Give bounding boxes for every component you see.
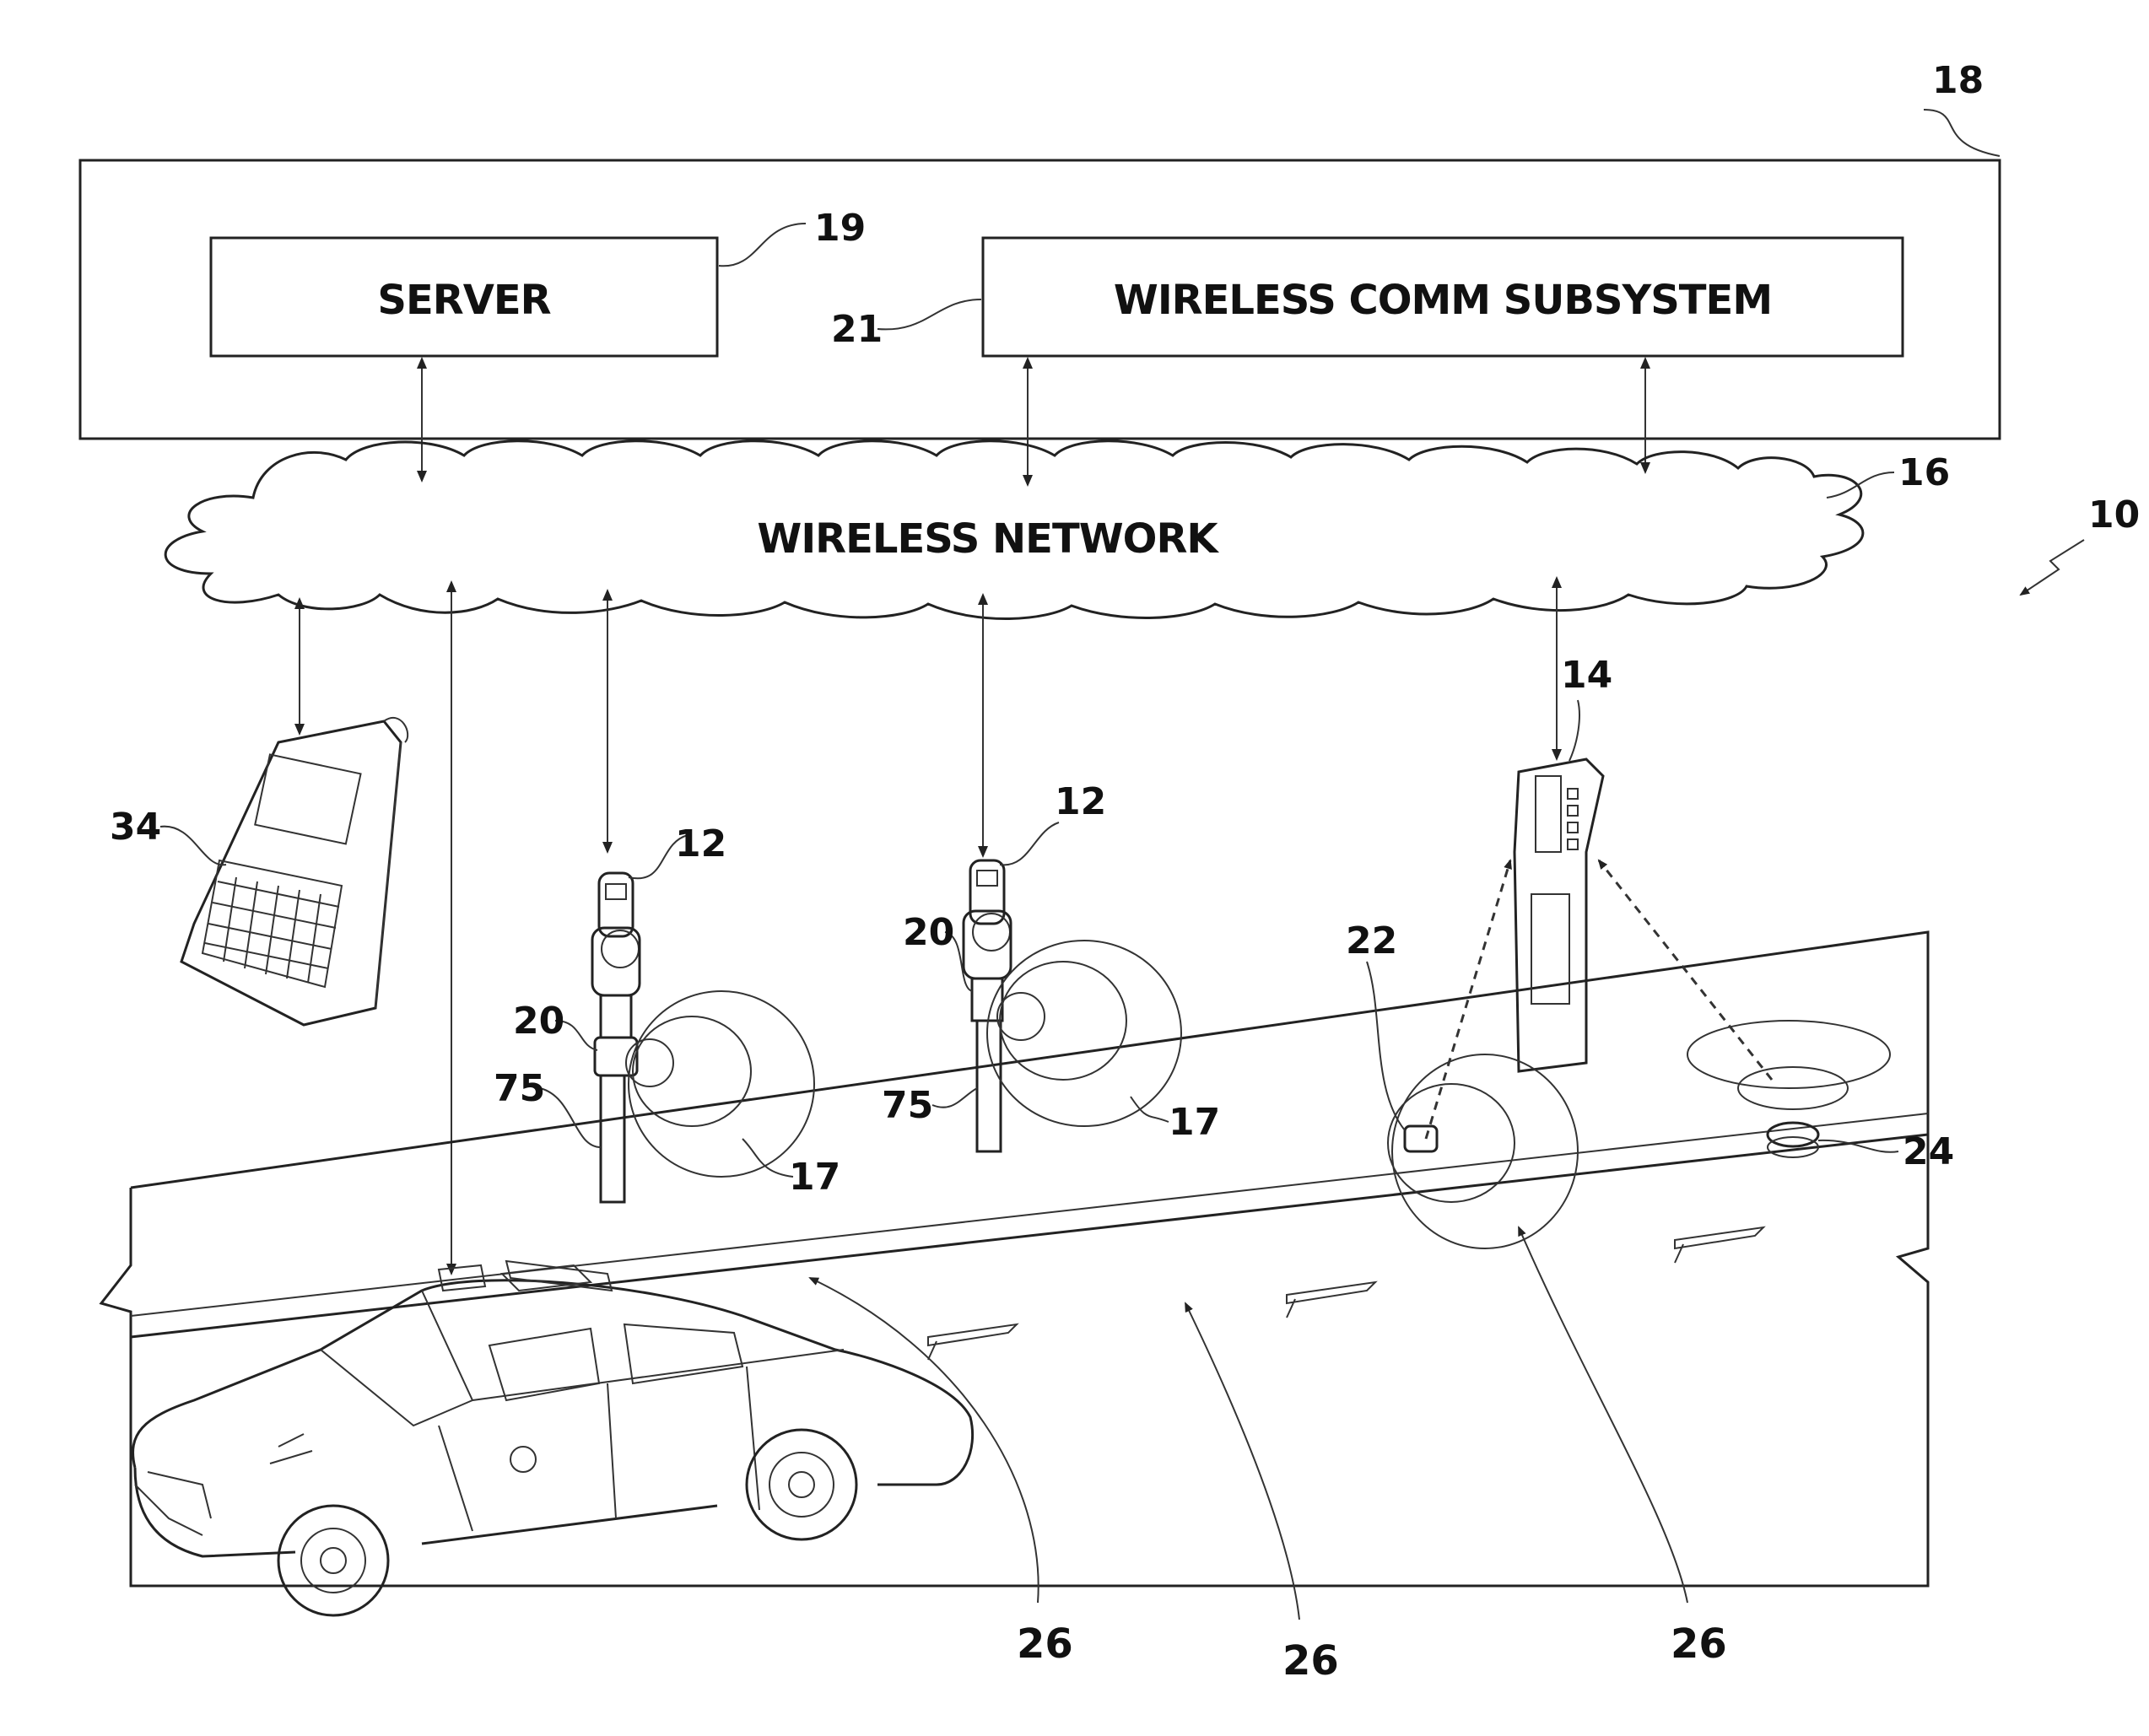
sensor-left-ref-label: 20 [513,1000,564,1043]
kiosk-ref-label: 14 [1561,654,1612,697]
wireless-network-label: WIRELESS NETWORK [757,515,1219,563]
comm-ref-label: 21 [831,308,883,351]
server-ref-leader [719,224,806,266]
wireless-comm-label: WIRELESS COMM SUBSYSTEM [1114,277,1772,324]
lane-markings [928,1227,1763,1360]
meter-right-ref-leader [1000,822,1059,865]
curb-sensor [1388,1054,1578,1248]
enforcement-vehicle [133,1261,973,1615]
pole-right-ref-label: 75 [882,1084,933,1127]
server-label: SERVER [377,277,550,324]
meter-left-ref-label: 12 [675,822,726,865]
curb-sensor-kiosk-link [1426,860,1510,1139]
curb-line-back [131,1113,1928,1316]
handheld-ref-label: 34 [110,806,161,849]
pole-left-ref-leader [540,1088,601,1147]
curb-sensor-ref-leader [1367,962,1405,1130]
curb-sensor-ref-label: 22 [1346,919,1397,962]
pole-left-ref-label: 75 [494,1067,545,1110]
sensor-right-ref-label: 20 [903,911,954,954]
zone-left-ref-label: 17 [789,1156,840,1199]
system-overall-ref-label: 10 [2088,493,2140,536]
curb-line [131,1135,1928,1337]
street-outline [101,932,1928,1586]
road-sensor-ref-label: 24 [1903,1130,1954,1173]
zone-left-ref-leader [742,1139,793,1177]
handheld-ref-leader [160,827,226,865]
system-ref-leader [1924,110,2000,156]
meter-right-ref-label: 12 [1055,780,1106,823]
zone-right-ref-label: 17 [1169,1101,1220,1144]
pole-right-ref-leader [932,1088,977,1108]
parking-meter-left [592,873,640,1202]
road-sensor-kiosk-link [1599,860,1772,1080]
space-1-ref-label: 26 [1017,1620,1073,1668]
zone-right-ref-leader [1131,1097,1169,1122]
handheld-enforcement-device [181,718,408,1025]
system-overall-ref-arrow [2021,540,2084,595]
kiosk-ref-leader [1569,700,1579,761]
pay-station-kiosk [1515,759,1603,1071]
space-2-ref-label: 26 [1282,1637,1339,1685]
space-3-arrow [1519,1227,1687,1603]
detection-zone-right [987,941,1181,1126]
server-ref-label: 19 [814,207,866,250]
space-2-arrow [1185,1303,1299,1620]
comm-ref-leader [877,299,981,329]
network-ref-label: 16 [1898,451,1950,494]
parking-meter-right [964,860,1011,1151]
space-3-ref-label: 26 [1671,1620,1727,1668]
system-ref-label: 18 [1932,59,1984,102]
detection-zone-left [626,991,814,1177]
